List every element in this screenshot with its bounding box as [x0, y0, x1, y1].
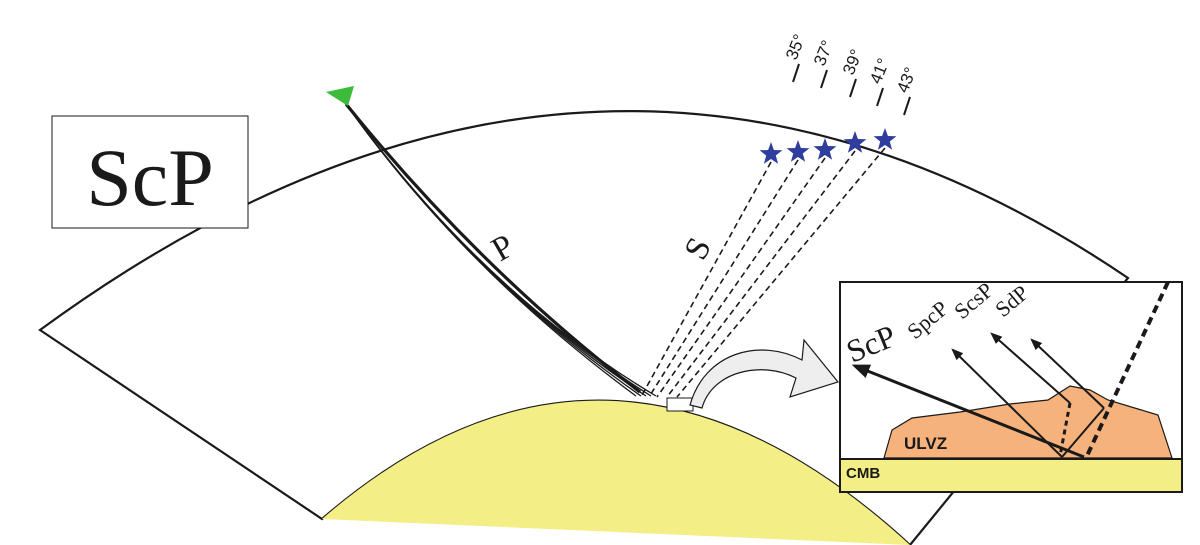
inset-border: [839, 281, 1183, 493]
inset-ulvz-label: ULVZ: [904, 434, 947, 453]
event-stars: [759, 128, 897, 164]
distance-ticks: 35°37°39°41°43°: [782, 32, 920, 116]
distance-tick: [876, 87, 884, 107]
title-box: [51, 115, 249, 229]
zoom-region-box: [666, 397, 694, 412]
distance-tick: [792, 63, 800, 83]
distance-tick-label: 41°: [866, 56, 893, 87]
inset-panel: ScP SpcP ScsP SdP ULVZ CMB: [839, 277, 1183, 493]
s-ray: [656, 157, 826, 398]
inset-scsp-ray: [990, 332, 1071, 404]
s-ray: [648, 159, 799, 398]
distance-tick-label: 43°: [893, 65, 920, 96]
s-ray: [676, 147, 886, 398]
distance-tick: [820, 69, 828, 89]
p-ray-bundle: [344, 102, 657, 397]
distance-tick-label: 35°: [782, 32, 809, 63]
s-ray-bundle: [640, 147, 886, 398]
event-star-icon: [873, 128, 897, 150]
distance-tick-label: 39°: [839, 47, 866, 78]
distance-tick-label: 37°: [810, 38, 837, 69]
outer-core: [322, 400, 910, 545]
inset-cmb-label: CMB: [846, 465, 880, 482]
distance-tick: [903, 96, 911, 116]
event-star-icon: [786, 140, 810, 162]
inset-core-layer: [840, 459, 1182, 492]
event-star-icon: [843, 131, 867, 153]
station-triangle-icon: [326, 86, 354, 106]
inset-scp-reflection-leg: [1061, 407, 1105, 458]
distance-tick: [849, 78, 857, 98]
p-ray: [344, 102, 641, 394]
event-star-icon: [759, 142, 783, 164]
inset-sdp-ray: [1030, 338, 1105, 409]
inset-spcp-ray: [951, 348, 1063, 458]
zoom-arrow-icon: [689, 338, 840, 409]
s-ray: [666, 150, 856, 398]
title: ScP: [86, 132, 214, 223]
s-ray: [640, 161, 772, 398]
inset-incoming-s-ray: [1084, 282, 1170, 459]
event-star-icon: [813, 138, 837, 160]
